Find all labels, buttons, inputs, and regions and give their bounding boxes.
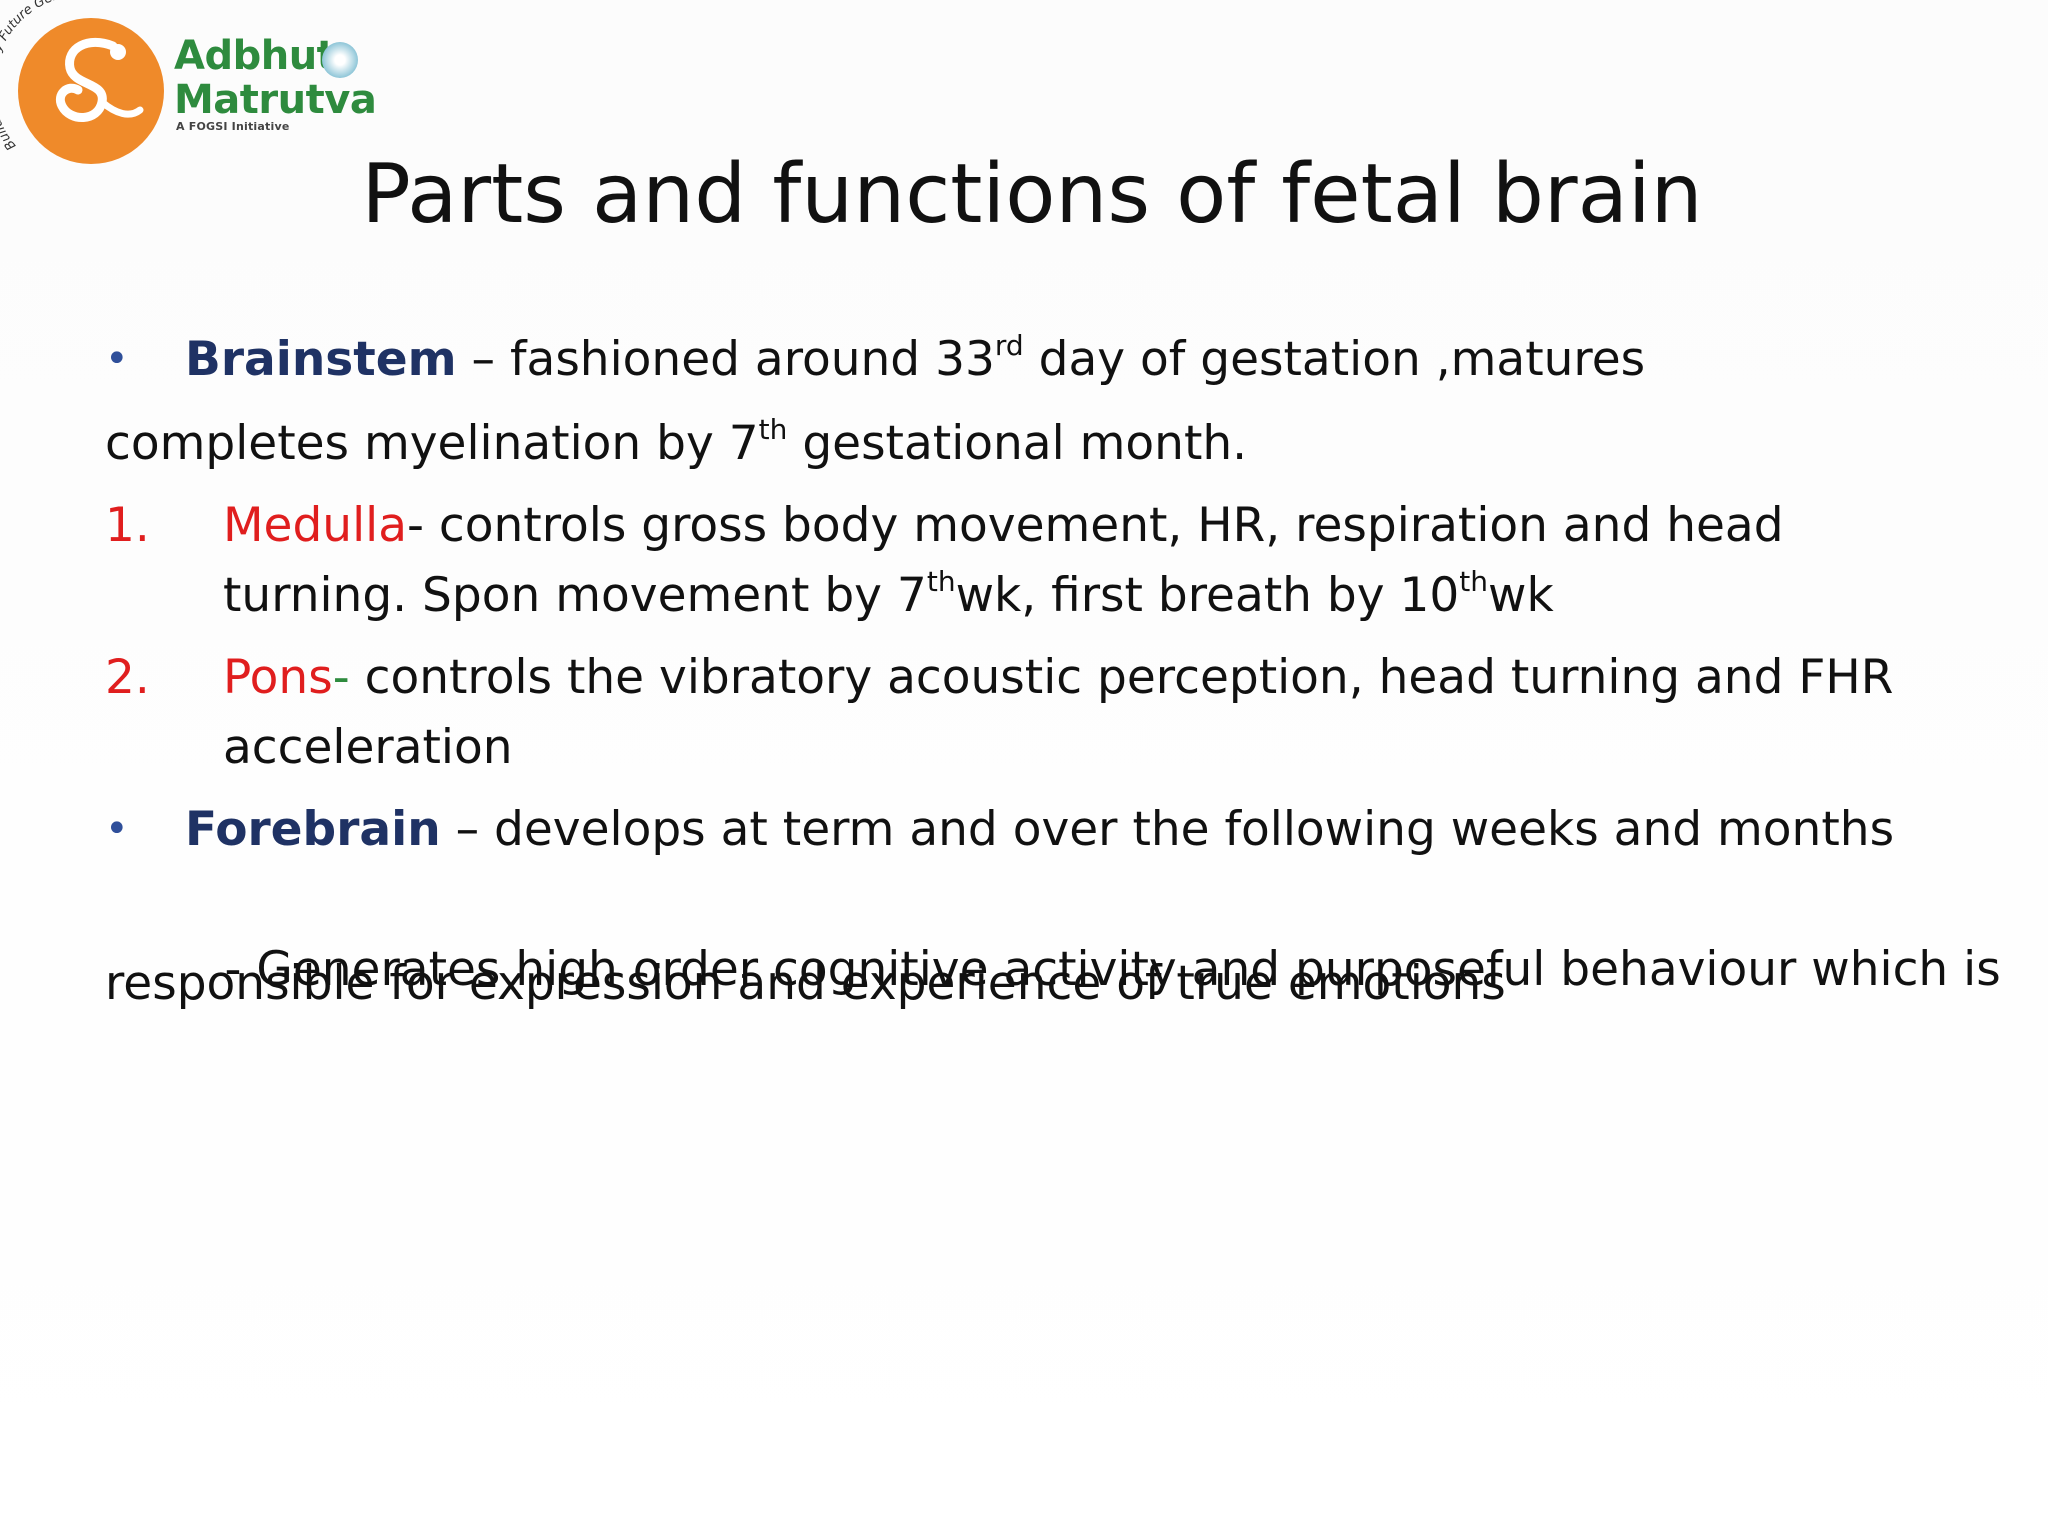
medulla-line: Medulla- controls gross body movement, H… [223,498,1784,554]
logo-name-line2: Matrutva [174,77,377,123]
logo-name: Adbhut Matrutva [174,33,377,123]
forebrain-line: Forebrain – develops at term and over th… [185,802,1894,858]
pons-line: Pons- controls the vibratory acoustic pe… [223,650,1893,706]
forebrain-line2-text: - Generates high order cognitive activit… [194,942,2001,997]
pons-text: controls the vibratory acoustic percepti… [349,650,1894,705]
medulla-line2-sup2: th [1459,565,1489,598]
logo: Building Healthy Future Generations Adbh… [0,0,380,170]
forebrain-line2: - Generates high order cognitive activit… [105,886,2001,1054]
brainstem-line2-a: completes myelination by 7 [105,416,759,471]
brainstem-line2: completes myelination by 7th gestational… [105,416,1247,472]
medulla-line2-sup1: th [926,565,956,598]
list-number-1: 1. [105,498,150,553]
emblem-icon [322,42,358,78]
forebrain-line3-text: responsible for expression and experienc… [105,956,1506,1011]
medulla-line2-b: wk, first breath by 10 [955,568,1460,623]
term-forebrain: Forebrain [185,802,441,857]
forebrain-text: – develops at term and over the followin… [440,802,1895,857]
forebrain-line3: responsible for expression and experienc… [105,956,1506,1012]
pons-line2: acceleration [223,720,513,776]
brainstem-text-b: day of gestation ,matures [1023,332,1646,387]
medulla-line2-a: turning. Spon movement by 7 [223,568,927,623]
logo-name-line1: Adbhut [174,33,336,79]
medulla-line2-c: wk [1488,568,1554,623]
brainstem-line2-b: gestational month. [787,416,1248,471]
medulla-line2: turning. Spon movement by 7thwk, first b… [223,568,1554,624]
term-brainstem: Brainstem [185,332,457,387]
term-medulla: Medulla [223,498,408,553]
term-pons: Pons [223,650,333,705]
brainstem-sup: rd [994,329,1024,362]
logo-tagline: A FOGSI Initiative [176,120,290,133]
bullet-icon: • [105,806,129,852]
list-number-2: 2. [105,650,150,705]
mother-child-swirl-icon [56,37,144,122]
brainstem-text-a: – fashioned around 33 [456,332,995,387]
logo-mark: Building Healthy Future Generations [0,0,175,170]
brainstem-line: Brainstem – fashioned around 33rd day of… [185,332,1645,388]
slide-title: Parts and functions of fetal brain [361,147,1703,242]
bullet-icon: • [105,336,129,382]
pons-dash: - [332,650,350,705]
pons-line2-text: acceleration [223,720,513,775]
medulla-dash: - [407,498,424,553]
brainstem-line2-sup: th [758,413,788,446]
medulla-text: controls gross body movement, HR, respir… [423,498,1784,553]
